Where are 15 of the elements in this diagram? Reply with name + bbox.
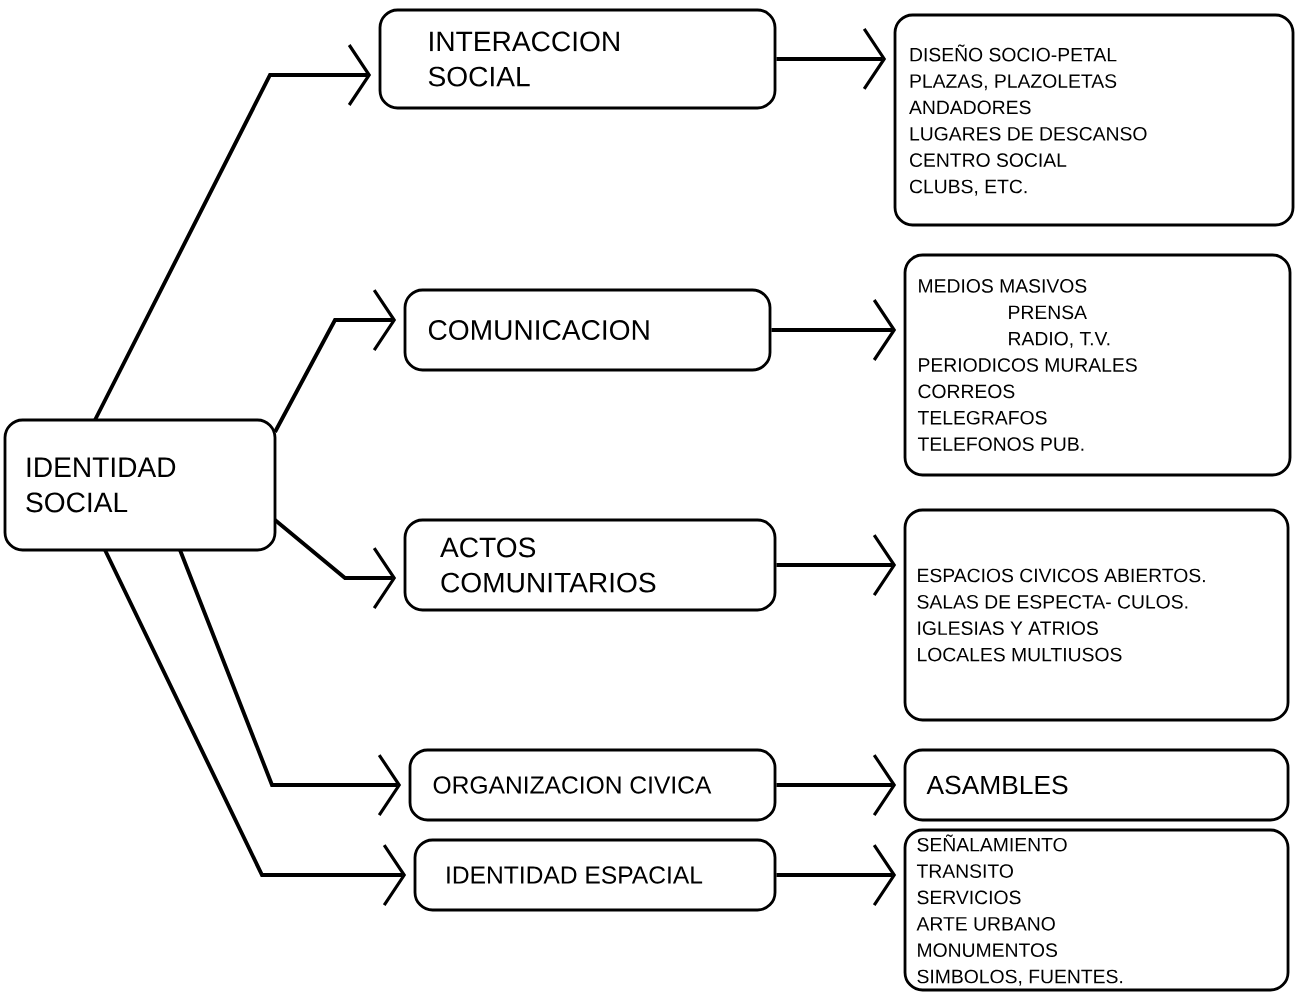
topic-box: INTERACCION SOCIAL [378,8,777,110]
detail-box: MEDIOS MASIVOS PRENSA RADIO, T.V. PERIODICOS MURALES CORREOS TELEGRAFOS TELEFONOS PUB. [903,253,1292,477]
topic-box: COMUNICACION [403,288,772,372]
detail-box: DISEÑO SOCIO-PETAL PLAZAS, PLAZOLETAS ANDADORES LUGARES DE DESCANSO CENTRO SOCIAL CLUBS, ETC. [893,13,1295,227]
topic-box: ORGANIZACION CIVICA [408,748,777,822]
arrow [103,549,407,906]
topic-box: ASAMBLES [903,748,1290,822]
detail-box: ESPACIOS CIVICOS ABIERTOS. SALAS DE ESPECTA- CULOS. IGLESIAS Y ATRIOS LOCALES MULTIUSOS [903,508,1290,722]
arrow [771,299,897,361]
detail-box: SEÑALAMIENTO TRANSITO SERVICIOS ARTE URBANO MONUMENTOS SIMBOLOS, FUENTES. [903,828,1290,992]
topic-box: IDENTIDAD ESPACIAL [413,838,777,912]
topic-box: ACTOS COMUNITARIOS [403,518,777,612]
root-box: IDENTIDAD SOCIAL [3,418,277,552]
arrow [93,44,372,421]
arrow [178,549,402,816]
